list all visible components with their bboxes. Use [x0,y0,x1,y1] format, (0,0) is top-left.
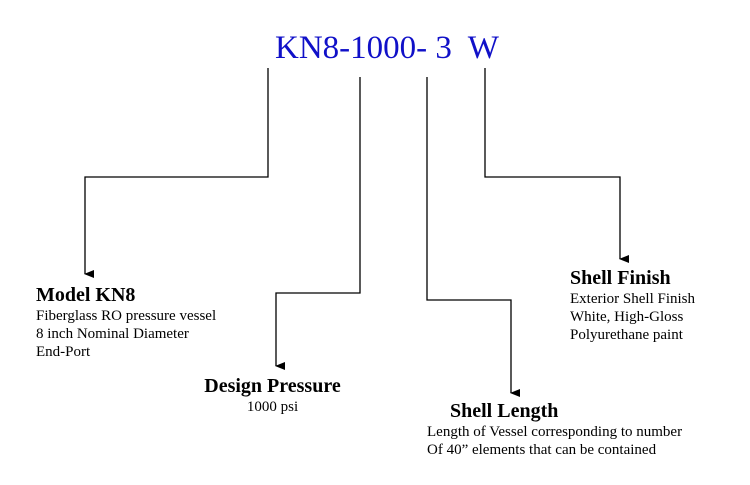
length-line: Of 40” elements that can be contained [427,442,657,458]
model-title: Model KN8 [36,284,136,306]
length-title: Shell Length [450,400,559,422]
finish-line: White, High-Gloss [570,309,684,325]
model-line: End-Port [36,344,91,360]
connector-length [426,77,520,397]
connector-pressure [275,77,361,370]
finish-line: Polyurethane paint [570,327,683,343]
model-code: KN8-1000- 3 W [275,30,499,66]
model-line: 8 inch Nominal Diameter [36,326,189,342]
finish-title: Shell Finish [570,267,671,289]
connector-model [84,68,269,278]
label-length: Shell Length Length of Vessel correspond… [427,400,682,459]
pressure-title: Design Pressure [204,375,341,397]
connector-finish [484,68,629,263]
finish-line: Exterior Shell Finish [570,291,695,307]
pressure-line: 1000 psi [246,399,299,415]
label-pressure: Design Pressure 1000 psi [195,375,350,416]
model-line: Fiberglass RO pressure vessel [36,308,217,324]
label-model: Model KN8 Fiberglass RO pressure vessel … [36,284,216,361]
length-line: Length of Vessel corresponding to number [427,424,683,440]
label-finish: Shell Finish Exterior Shell Finish White… [570,267,695,344]
